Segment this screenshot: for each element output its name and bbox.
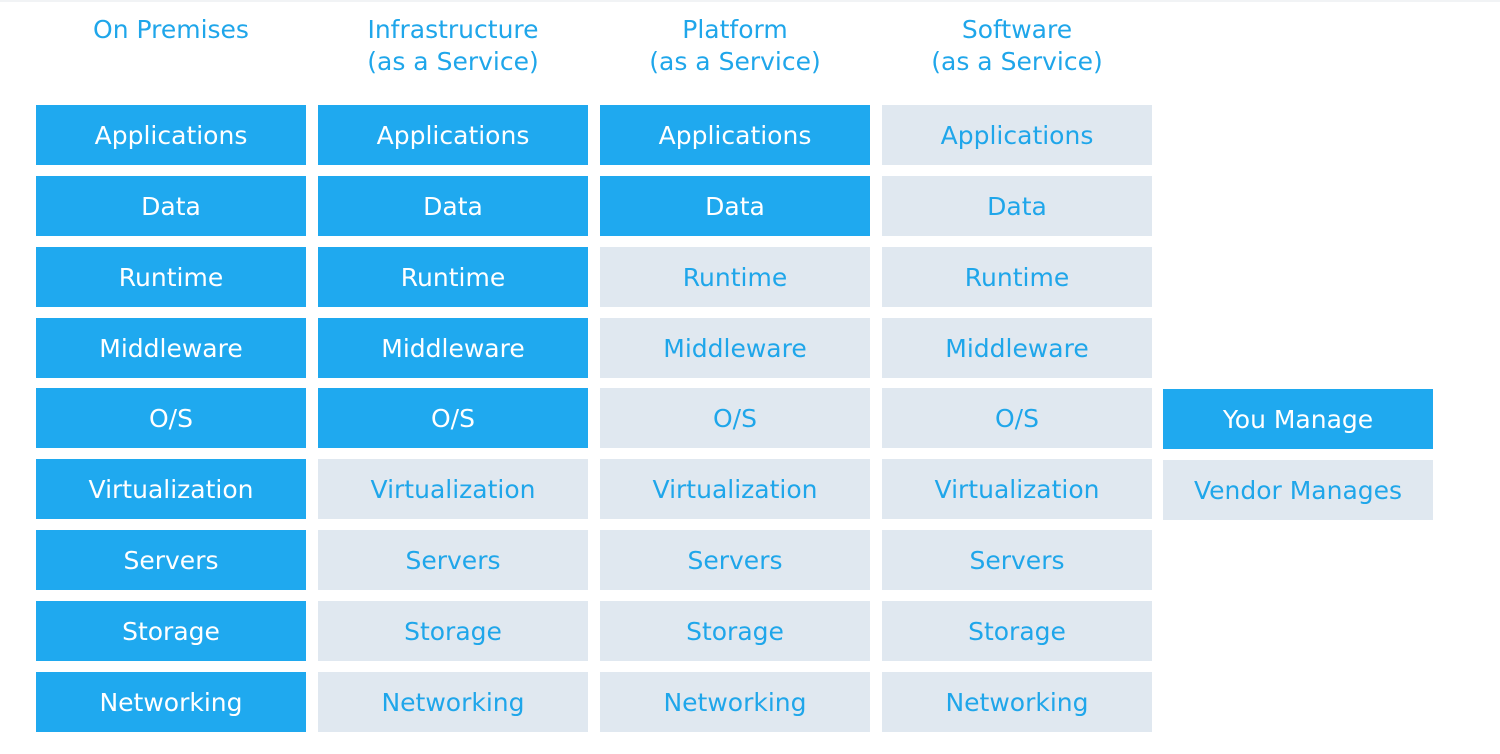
column-title: Software	[961, 15, 1073, 44]
layer-o-s: O/S	[318, 388, 588, 448]
legend-vendor-manages: Vendor Manages	[1163, 460, 1433, 520]
legend-you-manage: You Manage	[1163, 389, 1433, 449]
layer-data: Data	[318, 176, 588, 236]
layer-applications: Applications	[36, 105, 306, 165]
layer-data: Data	[600, 176, 870, 236]
layer-data: Data	[36, 176, 306, 236]
layer-storage: Storage	[36, 601, 306, 661]
layer-storage: Storage	[600, 601, 870, 661]
layer-servers: Servers	[882, 530, 1152, 590]
column-title: On Premises	[93, 15, 249, 44]
layer-networking: Networking	[318, 672, 588, 732]
layer-o-s: O/S	[600, 388, 870, 448]
layer-virtualization: Virtualization	[318, 459, 588, 519]
column-header: Software (as a Service)	[882, 14, 1152, 78]
layer-servers: Servers	[36, 530, 306, 590]
layer-virtualization: Virtualization	[882, 459, 1152, 519]
column-header: On Premises	[36, 14, 306, 46]
column-title: Infrastructure	[367, 15, 539, 44]
layer-networking: Networking	[36, 672, 306, 732]
layer-middleware: Middleware	[882, 318, 1152, 378]
layer-middleware: Middleware	[318, 318, 588, 378]
layer-virtualization: Virtualization	[36, 459, 306, 519]
layer-o-s: O/S	[36, 388, 306, 448]
layer-o-s: O/S	[882, 388, 1152, 448]
layer-applications: Applications	[318, 105, 588, 165]
column-subtitle: (as a Service)	[649, 47, 821, 76]
layer-storage: Storage	[882, 601, 1152, 661]
layer-servers: Servers	[318, 530, 588, 590]
layer-storage: Storage	[318, 601, 588, 661]
column-header: Platform (as a Service)	[600, 14, 870, 78]
layer-runtime: Runtime	[600, 247, 870, 307]
layer-networking: Networking	[882, 672, 1152, 732]
top-divider	[0, 0, 1500, 2]
layer-data: Data	[882, 176, 1152, 236]
layer-runtime: Runtime	[882, 247, 1152, 307]
layer-middleware: Middleware	[600, 318, 870, 378]
layer-applications: Applications	[882, 105, 1152, 165]
layer-networking: Networking	[600, 672, 870, 732]
layer-applications: Applications	[600, 105, 870, 165]
column-title: Platform	[682, 15, 788, 44]
column-header: Infrastructure (as a Service)	[318, 14, 588, 78]
layer-servers: Servers	[600, 530, 870, 590]
layer-runtime: Runtime	[318, 247, 588, 307]
column-subtitle: (as a Service)	[367, 47, 539, 76]
column-subtitle: (as a Service)	[931, 47, 1103, 76]
layer-middleware: Middleware	[36, 318, 306, 378]
layer-runtime: Runtime	[36, 247, 306, 307]
layer-virtualization: Virtualization	[600, 459, 870, 519]
